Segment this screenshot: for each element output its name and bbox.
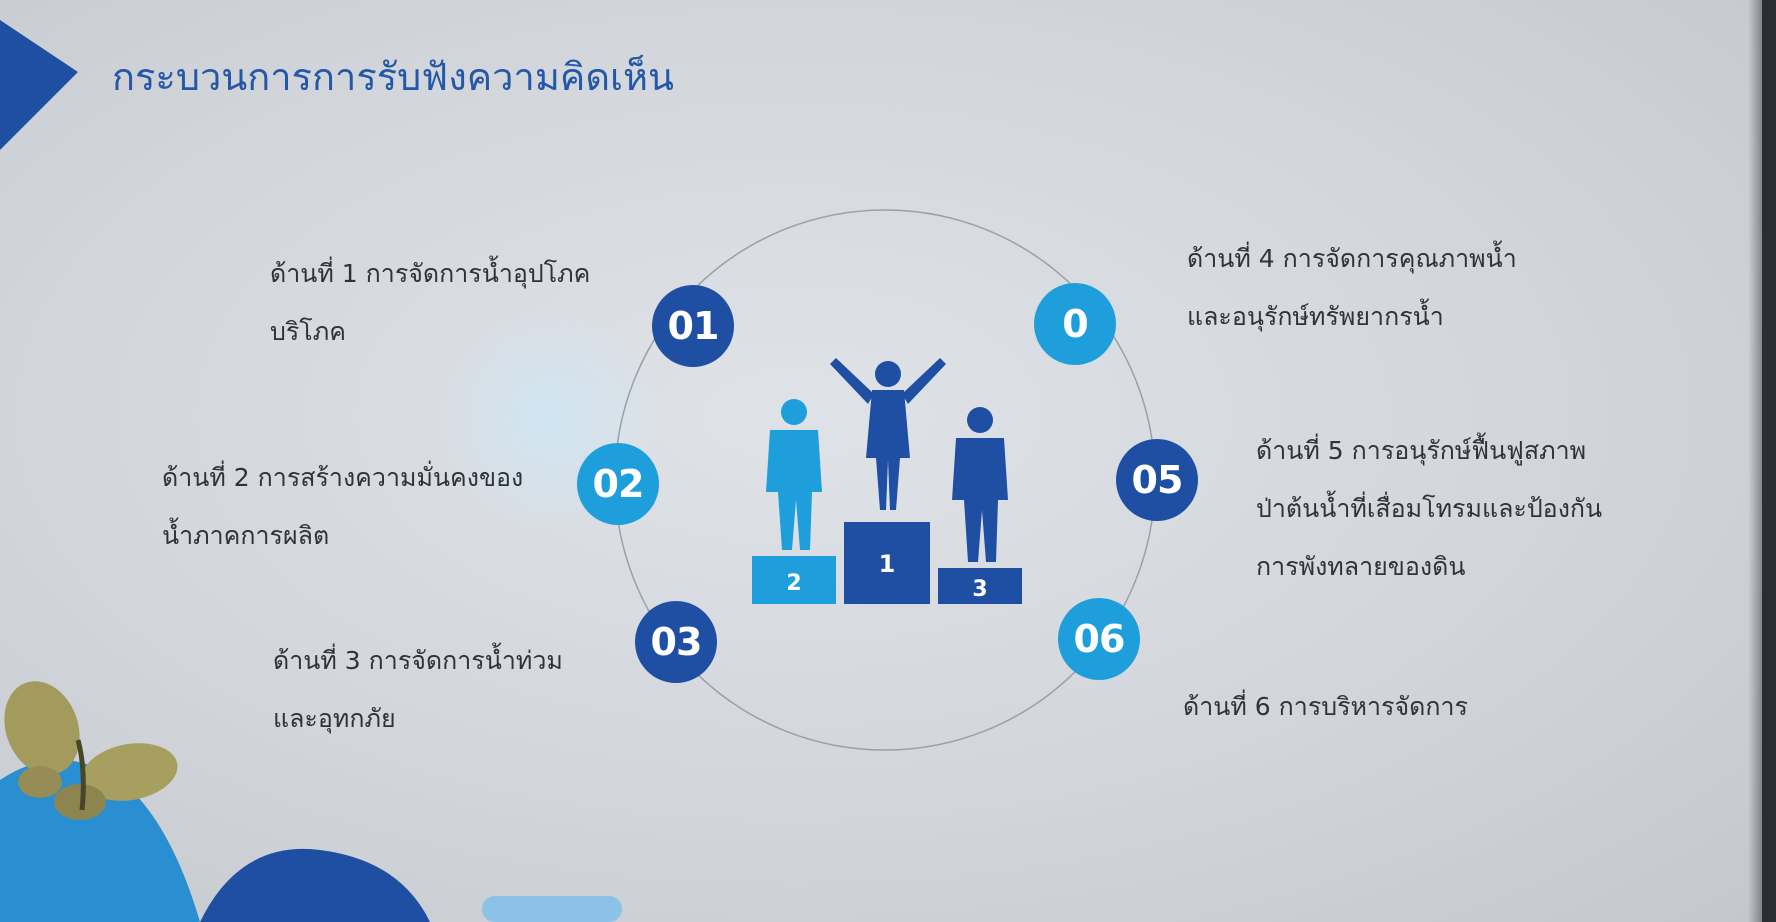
podium-first-block: [844, 522, 930, 604]
page-title: กระบวนการการรับฟังความคิดเห็น: [112, 55, 675, 99]
step-badge-05: 05: [1116, 439, 1198, 521]
winner-second-figure: [766, 399, 822, 550]
step-badge-01: 01: [652, 285, 734, 367]
decorative-hills: [0, 760, 622, 922]
podium-first-label: 1: [879, 550, 896, 578]
winner-third-figure: [952, 407, 1008, 562]
step-label-01-line-1: ด้านที่ 1 การจัดการน้ำอุปโภค: [270, 259, 591, 288]
podium-second-block: [752, 556, 836, 604]
triangle-arrow-icon: [0, 20, 78, 150]
step-label-02-line-2: น้ำภาคการผลิต: [162, 521, 330, 550]
step-label-03-line-1: ด้านที่ 3 การจัดการน้ำท่วม: [273, 646, 563, 675]
step-label-04-line-1: ด้านที่ 4 การจัดการคุณภาพน้ำ: [1187, 244, 1517, 273]
butterfly-icon: [4, 681, 178, 820]
step-label-04: ด้านที่ 4 การจัดการคุณภาพน้ำ และอนุรักษ์…: [1187, 230, 1517, 346]
step-badge-03: 03: [635, 601, 717, 683]
podium-second-label: 2: [786, 571, 801, 596]
step-label-05-line-2: ป่าต้นน้ำที่เสื่อมโทรมและป้องกัน: [1256, 494, 1603, 523]
step-badge-02: 02: [577, 443, 659, 525]
step-label-01-line-2: บริโภค: [270, 317, 346, 346]
step-label-04-line-2: และอนุรักษ์ทรัพยากรน้ำ: [1187, 302, 1444, 331]
step-label-02: ด้านที่ 2 การสร้างความมั่นคงของ น้ำภาคกา…: [162, 449, 523, 565]
step-label-06-line-1: ด้านที่ 6 การบริหารจัดการ: [1183, 692, 1468, 721]
podium-third-label: 3: [972, 577, 987, 602]
step-label-05-line-3: การพังทลายของดิน: [1256, 552, 1466, 581]
step-label-05: ด้านที่ 5 การอนุรักษ์ฟื้นฟูสภาพ ป่าต้นน้…: [1256, 422, 1602, 596]
winner-first-figure: [830, 358, 946, 510]
step-label-03: ด้านที่ 3 การจัดการน้ำท่วม และอุทกภัย: [273, 632, 563, 748]
step-label-02-line-1: ด้านที่ 2 การสร้างความมั่นคงของ: [162, 463, 524, 492]
winners-podium-icon: 2 1 3: [752, 358, 1022, 604]
step-label-05-line-1: ด้านที่ 5 การอนุรักษ์ฟื้นฟูสภาพ: [1256, 436, 1587, 465]
podium-third-block: [938, 568, 1022, 604]
step-label-01: ด้านที่ 1 การจัดการน้ำอุปโภค บริโภค: [270, 245, 590, 361]
step-badge-06: 06: [1058, 598, 1140, 680]
step-badge-04: 0: [1034, 283, 1116, 365]
step-label-03-line-2: และอุทกภัย: [273, 704, 396, 733]
step-label-06: ด้านที่ 6 การบริหารจัดการ: [1183, 678, 1468, 736]
